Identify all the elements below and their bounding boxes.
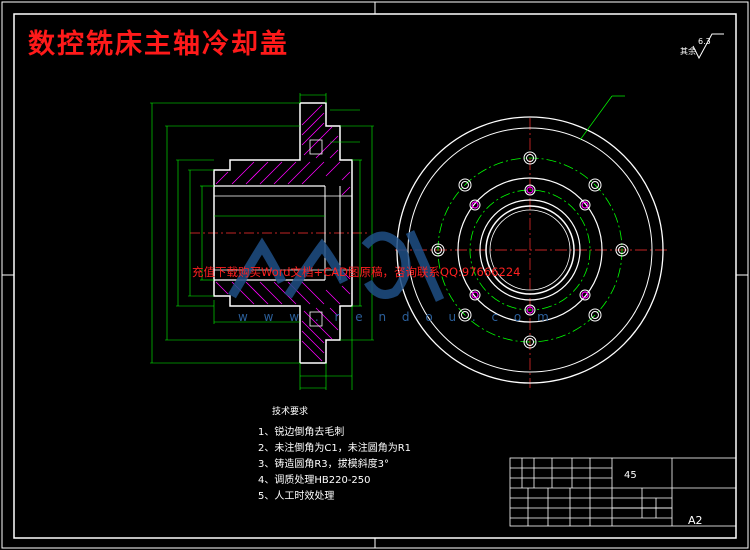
title-block-material: 45 xyxy=(624,470,637,481)
section-dimensions xyxy=(150,93,374,390)
tech-item-5: 5、人工时效处理 xyxy=(258,491,335,502)
roughness-value: 6.3 xyxy=(698,37,711,46)
tech-requirements-heading: 技术要求 xyxy=(272,407,309,417)
tech-item-4: 4、调质处理HB220-250 xyxy=(258,475,371,486)
watermark-text: w w w . r e n d o u . c o m xyxy=(238,310,555,324)
roughness-prefix: 其余 xyxy=(680,47,696,56)
end-view xyxy=(395,95,668,388)
drawing-title: 数控铣床主轴冷却盖 xyxy=(28,29,289,60)
tech-item-1: 1、锐边倒角去毛刺 xyxy=(258,427,345,438)
title-block xyxy=(509,457,737,527)
promo-banner: 充值下载购买Word文档+CAD图原稿，咨询联系QQ:97666224 xyxy=(192,265,521,279)
roughness-symbol xyxy=(692,33,724,60)
tech-item-2: 2、未注倒角为C1，未注圆角为R1 xyxy=(258,443,412,454)
tech-item-3: 3、铸造圆角R3，拔模斜度3° xyxy=(258,459,390,470)
title-block-sheet-size: A2 xyxy=(688,514,703,527)
watermark-logo xyxy=(228,230,445,302)
